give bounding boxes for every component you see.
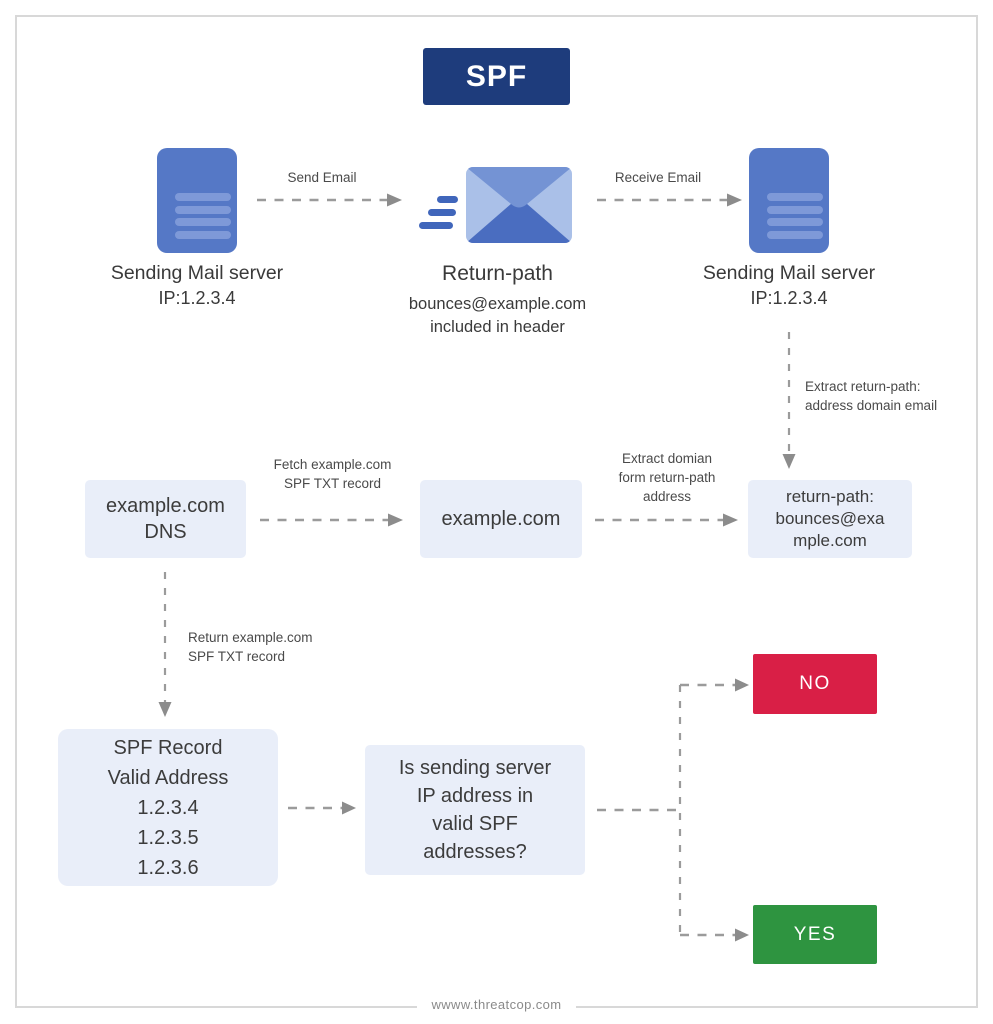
send-email-label: Send Email: [287, 170, 357, 185]
arrow-extract-domain: [595, 513, 738, 527]
fetch-record-label: Fetch example.com SPF TXT record: [273, 457, 392, 491]
return-path-caption: Return-path bounces@example.com included…: [385, 260, 610, 339]
spf-record-box: SPF Record Valid Address 1.2.3.4 1.2.3.5…: [58, 729, 278, 886]
footer-url: wwww.threatcop.com: [417, 995, 576, 1014]
receiving-server-ip: IP:1.2.3.4: [750, 288, 828, 308]
server-stripe: [767, 205, 823, 214]
speed-line-icon: [437, 196, 458, 203]
yes-box: YES: [753, 905, 877, 964]
arrow-send-email: [257, 193, 402, 207]
extract-return-path-label: Extract return-path: address domain emai…: [805, 379, 938, 413]
receiving-server-caption: Sending Mail server IP:1.2.3.4: [649, 260, 929, 310]
server-stripe: [767, 218, 823, 226]
sending-server-ip: IP:1.2.3.4: [158, 288, 236, 308]
dns-box: example.com DNS: [85, 480, 246, 558]
sending-server-caption: Sending Mail server IP:1.2.3.4: [57, 260, 337, 310]
speed-line-icon: [419, 222, 453, 229]
arrow-extract-return-path: [782, 332, 796, 469]
server-stripe: [175, 218, 231, 226]
no-box: NO: [753, 654, 877, 714]
arrow-receive-email: [597, 193, 742, 207]
sending-server-name: Sending Mail server: [110, 262, 284, 284]
speed-line-icon: [428, 209, 456, 216]
return-path-note: included in header: [430, 318, 565, 336]
receiving-server-icon: [749, 148, 829, 253]
return-path-box: return-path: bounces@exa mple.com: [748, 480, 912, 558]
spf-title-box: SPF: [423, 48, 570, 105]
receiving-server-name: Sending Mail server: [702, 262, 876, 284]
arrow-fetch-record: [260, 513, 403, 527]
no-label: NO: [799, 673, 831, 694]
footer: wwww.threatcop.com: [0, 995, 993, 1014]
receive-email-label: Receive Email: [614, 170, 702, 185]
envelope-icon: [466, 167, 572, 243]
decision-box: Is sending server IP address in valid SP…: [365, 745, 585, 875]
spf-title: SPF: [465, 59, 528, 93]
server-stripe: [767, 193, 823, 201]
arrow-to-decision: [288, 801, 356, 815]
server-stripe: [767, 230, 823, 239]
server-stripe: [175, 193, 231, 201]
return-record-label: Return example.com SPF TXT record: [188, 630, 313, 664]
server-stripe: [175, 230, 231, 239]
extract-domain-label: Extract domian form return-path address: [618, 451, 716, 504]
yes-label: YES: [793, 923, 837, 945]
sending-server-icon: [157, 148, 237, 253]
domain-box: example.com: [420, 480, 582, 558]
return-path-address: bounces@example.com: [408, 295, 587, 313]
arrow-return-record: [158, 572, 172, 717]
server-stripe: [175, 205, 231, 214]
return-path-title: Return-path: [442, 262, 553, 285]
branch-connector: [597, 678, 749, 942]
